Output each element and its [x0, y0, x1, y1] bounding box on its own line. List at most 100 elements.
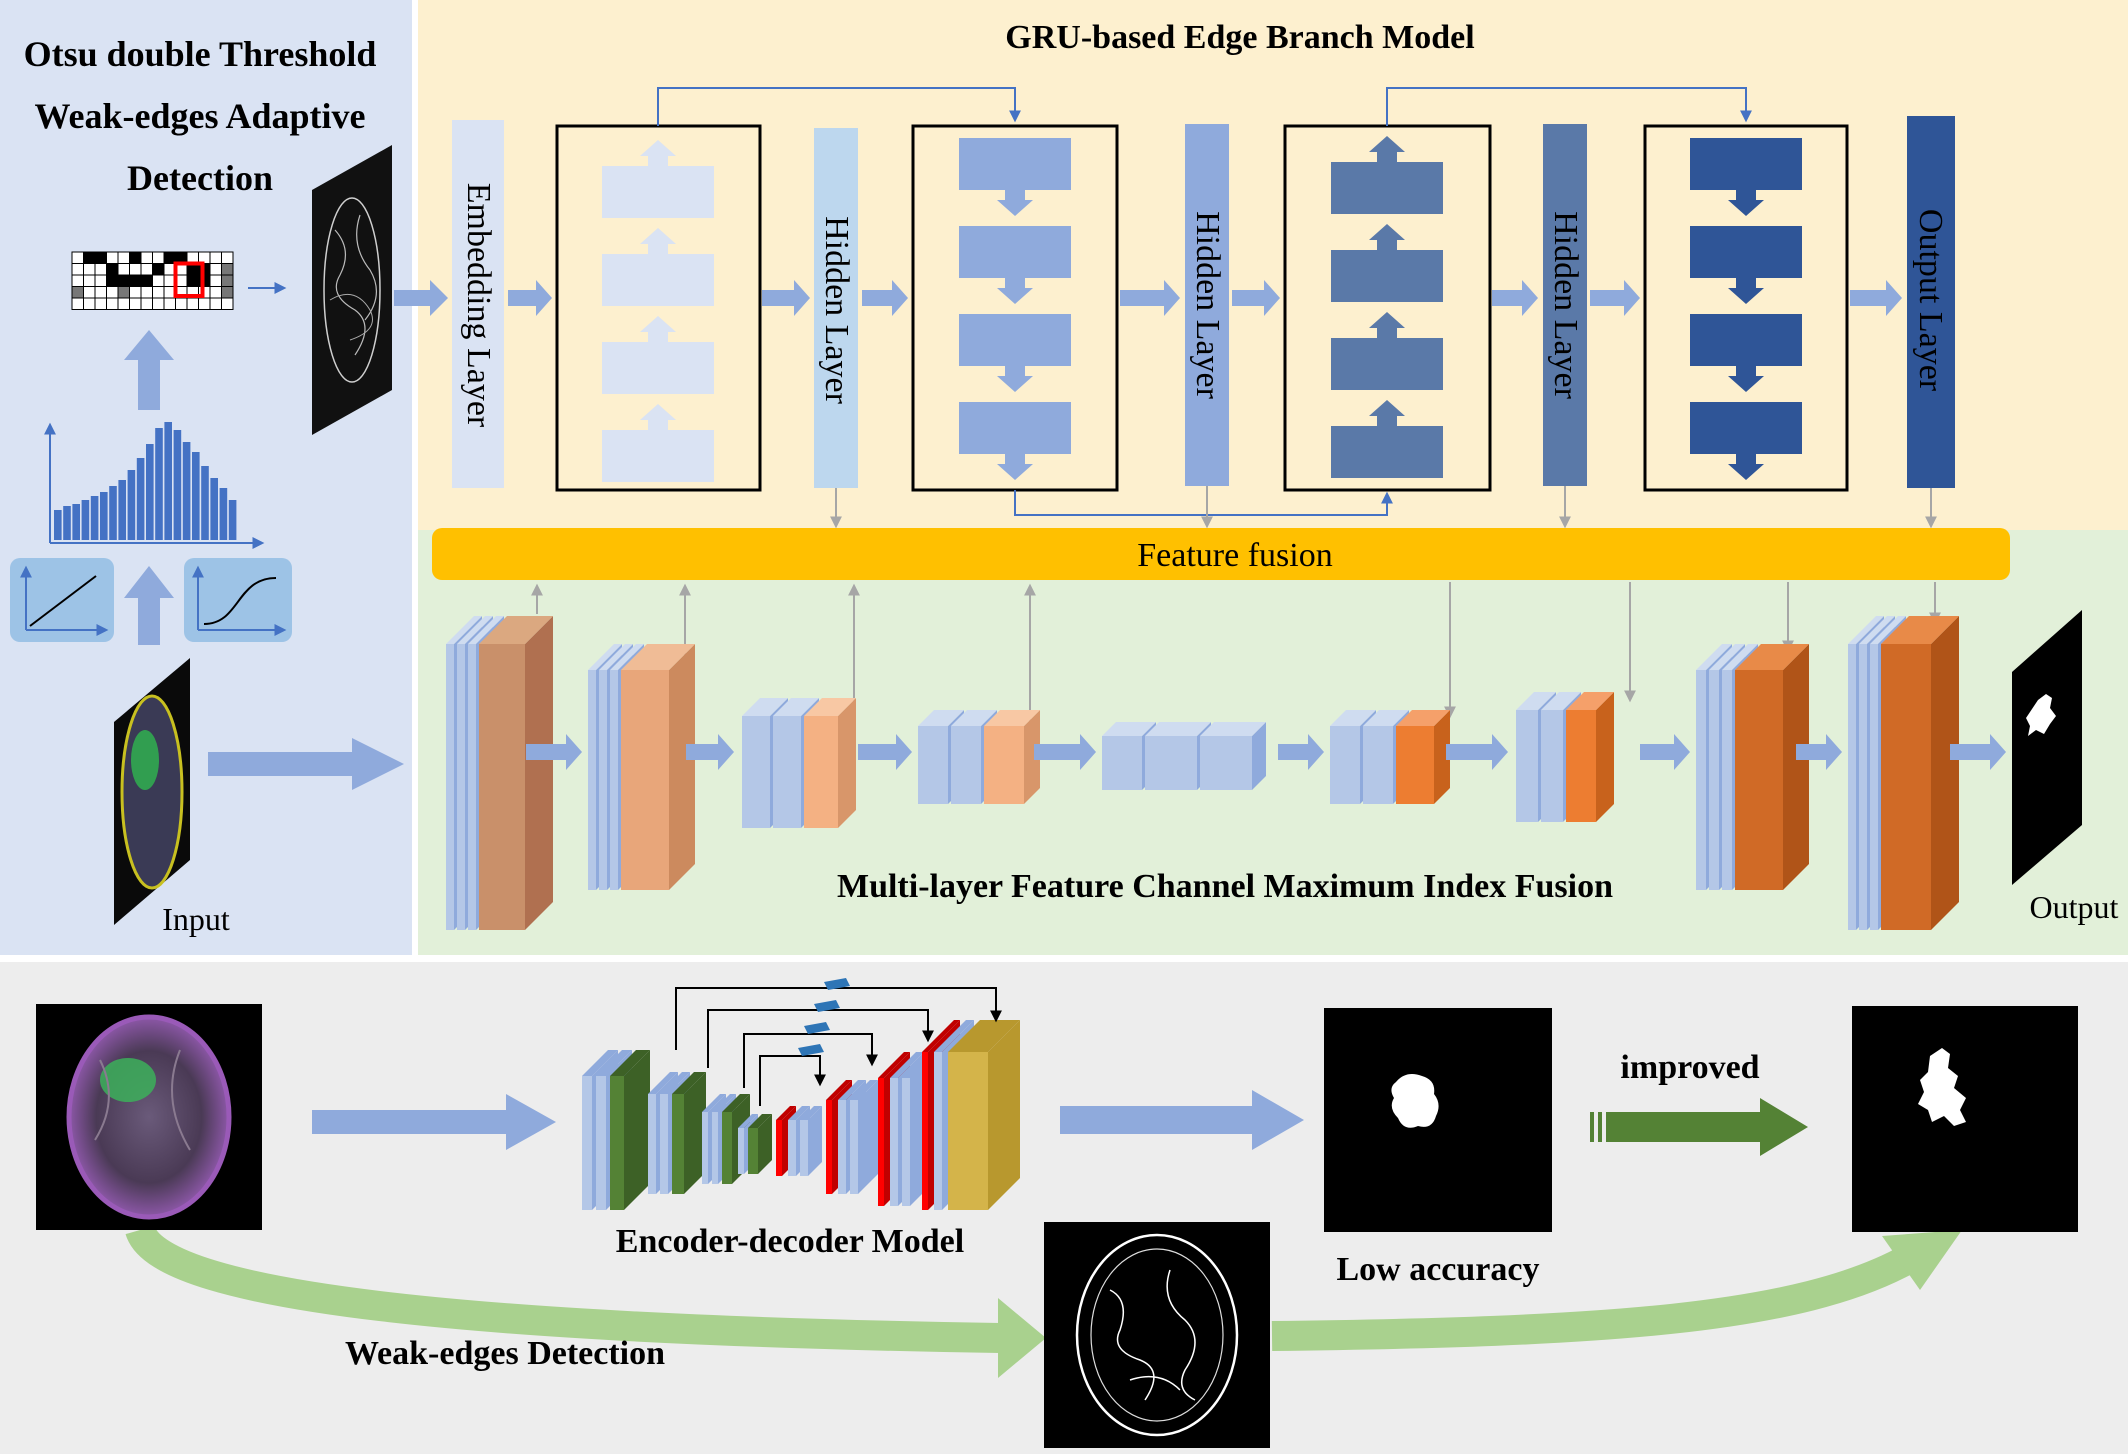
histogram-bar	[127, 470, 136, 540]
encdec-slab-top	[738, 1114, 758, 1128]
hidden-layer-1	[814, 128, 858, 488]
feature-slab	[951, 726, 981, 804]
gru-flow-arrows	[508, 280, 1902, 316]
gru-up-arrow	[640, 140, 676, 166]
gru-down-arrow	[997, 366, 1033, 392]
feature-slab	[1566, 710, 1596, 822]
gru-up-arrow	[1369, 400, 1405, 426]
multilayer-flow-arrow	[1950, 734, 2006, 770]
encdec-slab-top	[850, 1080, 878, 1100]
encdec-slab-top	[800, 1106, 822, 1120]
pixel-cell	[140, 251, 153, 264]
pixel-cell	[209, 263, 222, 276]
gru-flow-arrow	[1590, 280, 1640, 316]
feature-slab-top	[1848, 616, 1884, 644]
encdec-slab-top	[826, 1080, 852, 1100]
feature-slab	[1696, 670, 1706, 890]
edge-to-embedding-arrow	[394, 280, 448, 316]
skip-tile	[824, 978, 850, 990]
encoder-decoder-label: Encoder-decoder Model	[616, 1223, 964, 1260]
output-label: Output	[2030, 889, 2119, 925]
pixel-cell	[152, 286, 165, 299]
feature-slab-side	[1783, 644, 1809, 890]
histogram-bar	[54, 510, 62, 540]
feature-slab	[588, 670, 596, 890]
encdec-slab-side	[858, 1080, 878, 1194]
histogram-bar	[81, 500, 90, 540]
feature-slab-top	[479, 616, 553, 644]
gru-gate-block	[602, 166, 714, 218]
pixel-cell	[71, 274, 84, 287]
feature-slab	[804, 716, 838, 828]
pixel-cell	[198, 297, 211, 310]
fusion-arrows	[531, 582, 1941, 726]
left-title-line3: Detection	[127, 158, 273, 198]
encdec-slab	[648, 1094, 656, 1194]
feature-slab-top	[951, 710, 997, 726]
hidden-layer-2	[1185, 124, 1229, 486]
feature-slab	[1145, 736, 1197, 790]
encdec-slab	[776, 1120, 782, 1176]
feature-slab	[468, 644, 476, 930]
multilayer-flow-arrows	[526, 734, 2006, 770]
histogram-bar	[136, 458, 145, 540]
gru-gate-block	[959, 402, 1071, 454]
skip-tile	[814, 1000, 840, 1012]
encdec-slab-side	[624, 1050, 650, 1210]
pixel-cell	[71, 263, 84, 276]
gru-gate-block	[1331, 162, 1443, 214]
gru-down-arrow	[1728, 190, 1764, 216]
gru-down-arrow	[997, 454, 1033, 480]
pixel-cell	[140, 263, 153, 276]
gru-down-arrow	[1728, 454, 1764, 480]
multilayer-flow-arrow	[686, 734, 734, 770]
encdec-slab-top	[922, 1020, 960, 1052]
encdec-slab	[610, 1076, 624, 1210]
feature-slab	[1709, 670, 1719, 890]
input-to-multilayer-arrow	[208, 738, 404, 790]
feature-slab-top	[1566, 692, 1614, 710]
pixel-cell	[221, 263, 234, 276]
gru-down-arrow	[997, 278, 1033, 304]
feature-slab-side	[1434, 710, 1450, 804]
feature-slab	[1330, 726, 1360, 804]
feature-slab-top	[468, 616, 504, 644]
encdec-slab-top	[934, 1020, 974, 1052]
multilayer-flow-arrow	[1640, 734, 1690, 770]
encdec-slab-side	[808, 1106, 822, 1176]
histogram-bar	[173, 430, 182, 540]
encdec-slab-top	[582, 1050, 618, 1076]
pixel-cell	[83, 286, 96, 299]
feature-slab	[918, 726, 948, 804]
encdec-slab-side	[758, 1114, 772, 1174]
feature-slab	[984, 726, 1024, 804]
pixel-cell	[129, 286, 142, 299]
encdec-slab-top	[838, 1080, 866, 1100]
encdec-slab	[748, 1128, 758, 1174]
gru-gate-block	[1690, 314, 1802, 366]
pixel-cell	[129, 263, 142, 276]
feature-slab-side	[1596, 692, 1614, 822]
feature-slab-top	[1881, 616, 1959, 644]
pixel-cell	[83, 274, 96, 287]
encdec-slab-top	[596, 1050, 632, 1076]
histogram-bar	[192, 452, 200, 540]
histogram-bar	[155, 428, 163, 540]
gru-cell-4	[1643, 124, 1849, 492]
feature-slab-side	[1931, 616, 1959, 930]
pixel-cell	[129, 274, 142, 287]
feature-slab-top	[457, 616, 493, 644]
multilayer-panel-bg	[418, 530, 2128, 955]
histogram-bar	[210, 478, 218, 540]
feature-slab-top	[1541, 692, 1581, 710]
weak-edges-detection-label: Weak-edges Detection	[345, 1335, 665, 1372]
pixel-cell	[140, 274, 153, 287]
gru-up-arrow	[640, 316, 676, 342]
pixel-cell	[94, 263, 107, 276]
feature-slab-top	[1330, 710, 1376, 726]
pixel-cell	[83, 263, 96, 276]
gru-down-arrow	[1728, 366, 1764, 392]
histogram-bar	[164, 422, 172, 540]
improved-label: improved	[1620, 1049, 1759, 1086]
